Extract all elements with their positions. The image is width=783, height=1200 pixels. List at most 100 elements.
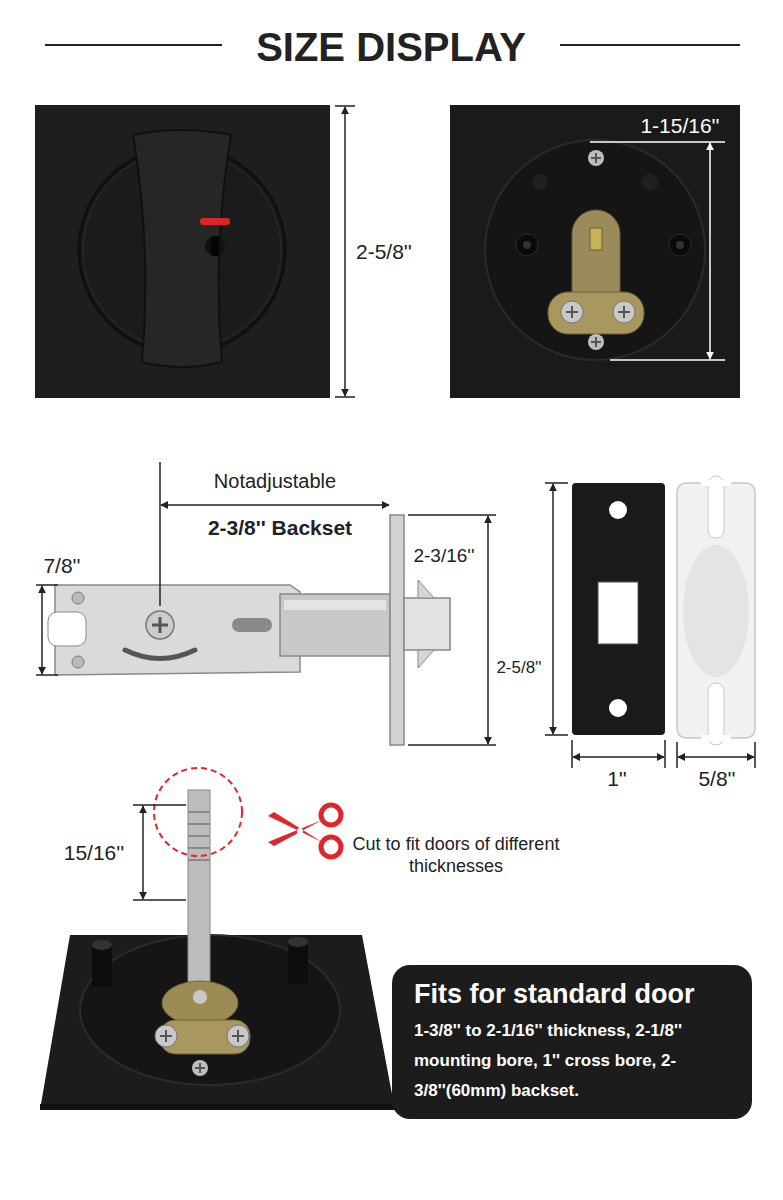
spindle-rose bbox=[40, 790, 395, 1110]
dimension-label: 1-15/16'' bbox=[640, 113, 719, 138]
dimension-line bbox=[545, 734, 568, 736]
dimension-line bbox=[709, 143, 711, 359]
dimension-label: 7/8'' bbox=[43, 553, 80, 578]
dimension-line bbox=[335, 396, 355, 398]
scissors-icon bbox=[268, 812, 322, 842]
spindle-rose bbox=[160, 1030, 172, 1042]
dimension-line bbox=[545, 483, 755, 768]
dimension-label: 2-5/8'' bbox=[356, 239, 412, 264]
dimension-label: 5/8'' bbox=[698, 766, 735, 791]
note-label: Cut to fit doors of different thicknesse… bbox=[349, 834, 564, 877]
dimension-label: 2-3/16'' bbox=[413, 545, 474, 568]
back-rose bbox=[548, 292, 644, 334]
dimension-line bbox=[552, 484, 554, 734]
latch bbox=[404, 598, 450, 650]
back-rose bbox=[613, 301, 635, 323]
strike-plate bbox=[598, 582, 638, 644]
dimension-line bbox=[36, 584, 58, 586]
dimension-line bbox=[335, 106, 355, 397]
dimension-line bbox=[590, 141, 725, 143]
dimension-line bbox=[159, 462, 161, 606]
spindle-rose bbox=[40, 1104, 395, 1110]
dimension-line bbox=[678, 756, 754, 758]
back-rose bbox=[676, 241, 684, 249]
title-rule bbox=[560, 44, 740, 46]
dimension-line bbox=[142, 806, 144, 899]
back-rose bbox=[591, 153, 601, 163]
dimension-line bbox=[133, 899, 186, 901]
title-rule bbox=[45, 44, 222, 46]
latch bbox=[72, 592, 84, 604]
spindle-rose bbox=[188, 812, 210, 860]
back-rose bbox=[669, 234, 691, 256]
spindle-rose bbox=[232, 1030, 244, 1042]
spindle-rose bbox=[92, 940, 112, 950]
scissors-icon bbox=[268, 805, 341, 857]
dimension-label: 2-5/8'' bbox=[496, 658, 541, 678]
dimension-line bbox=[36, 674, 58, 676]
strike-plate bbox=[572, 483, 665, 735]
latch bbox=[232, 618, 272, 632]
back-rose bbox=[642, 174, 658, 190]
latch bbox=[55, 585, 300, 675]
dimension-line bbox=[161, 504, 389, 506]
spindle-rose bbox=[40, 935, 395, 1110]
note-label: Notadjustable bbox=[214, 469, 336, 493]
latch bbox=[284, 600, 386, 610]
front-rose bbox=[211, 236, 219, 256]
scissors-icon bbox=[321, 837, 341, 857]
spindle-rose bbox=[195, 1063, 205, 1073]
dimension-line bbox=[41, 586, 43, 674]
back-rose bbox=[591, 337, 601, 347]
plastic-spacer bbox=[701, 480, 731, 486]
front-rose bbox=[35, 105, 330, 398]
dimension-line bbox=[610, 359, 725, 361]
back-rose bbox=[450, 105, 740, 398]
page-title: SIZE DISPLAY bbox=[256, 25, 526, 70]
back-rose bbox=[566, 306, 578, 318]
front-rose bbox=[205, 236, 225, 256]
latch bbox=[418, 580, 434, 598]
spindle-rose bbox=[193, 990, 207, 1004]
dimension-line bbox=[487, 516, 489, 744]
dimension-line bbox=[408, 744, 496, 746]
latch bbox=[390, 515, 404, 745]
back-rose bbox=[516, 234, 538, 256]
box-body: 1-3/8'' to 2-1/16'' thickness, 2-1/8'' m… bbox=[414, 1016, 730, 1105]
info-box: Fits for standard door 1-3/8'' to 2-1/16'… bbox=[392, 965, 752, 1119]
spindle-rose bbox=[155, 1025, 177, 1047]
strike-plate bbox=[609, 501, 627, 519]
dimension-line bbox=[133, 805, 186, 900]
dimension-line bbox=[664, 740, 666, 768]
latch bbox=[152, 617, 168, 633]
dimension-line bbox=[571, 740, 573, 768]
spindle-rose bbox=[162, 981, 238, 1025]
front-rose bbox=[35, 105, 330, 398]
spindle-rose bbox=[92, 945, 112, 987]
scissors-icon bbox=[297, 828, 303, 834]
spindle-rose bbox=[192, 1060, 208, 1076]
plastic-spacer bbox=[701, 735, 731, 741]
spindle-rose bbox=[227, 1025, 249, 1047]
dimension-label: 2-3/8'' Backset bbox=[208, 515, 352, 540]
dimension-line bbox=[545, 482, 568, 484]
back-rose bbox=[588, 334, 604, 350]
latch bbox=[72, 656, 84, 668]
latch bbox=[146, 611, 174, 639]
strike-plate bbox=[572, 483, 665, 735]
dimension-label: 1'' bbox=[607, 766, 627, 791]
dimension-line bbox=[754, 742, 756, 768]
scissors-icon bbox=[321, 805, 341, 825]
front-rose bbox=[133, 130, 231, 367]
plastic-spacer bbox=[677, 476, 755, 745]
scissors-icon bbox=[268, 820, 322, 846]
cut-marker bbox=[154, 768, 242, 856]
box-heading: Fits for standard door bbox=[414, 977, 730, 1012]
back-rose bbox=[572, 210, 620, 300]
back-rose bbox=[532, 174, 548, 190]
spindle-rose bbox=[288, 937, 308, 947]
plastic-spacer bbox=[683, 545, 749, 677]
back-rose bbox=[588, 150, 604, 166]
back-rose bbox=[485, 140, 705, 360]
back-rose bbox=[450, 105, 740, 398]
